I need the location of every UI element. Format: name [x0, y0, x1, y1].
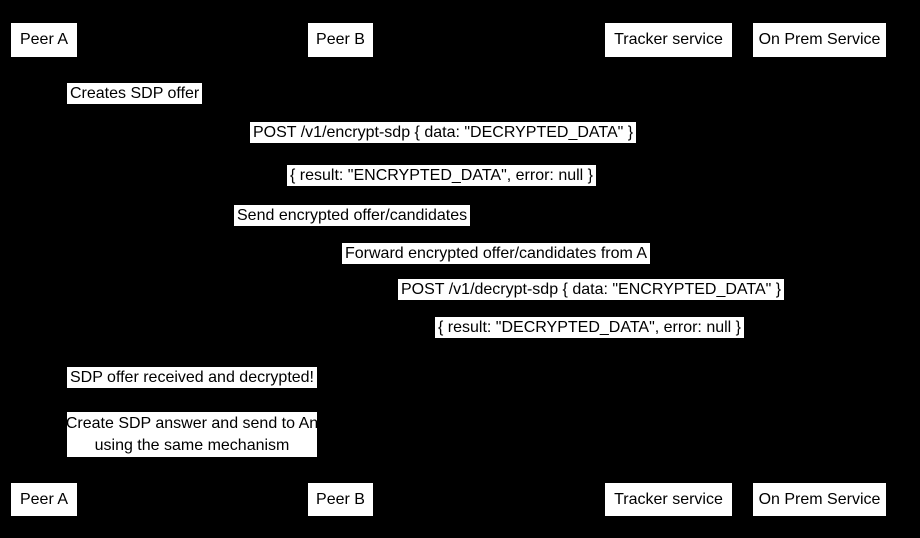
actor-box-on-prem-service-bottom: On Prem Service — [753, 483, 886, 516]
message-encrypt-result: { result: "ENCRYPTED_DATA", error: null … — [287, 165, 597, 186]
message-post-encrypt-sdp: POST /v1/encrypt-sdp { data: "DECRYPTED_… — [250, 122, 637, 143]
actor-label: Tracker service — [614, 490, 723, 508]
message-send-encrypted-offer: Send encrypted offer/candidates — [234, 205, 471, 226]
message-forward-encrypted-offer: Forward encrypted offer/candidates from … — [342, 243, 651, 264]
actor-label: On Prem Service — [758, 490, 881, 508]
actor-box-peer-b-bottom: Peer B — [308, 483, 373, 516]
actor-label: Peer A — [19, 31, 69, 48]
message-decrypt-result: { result: "DECRYPTED_DATA", error: null … — [435, 317, 745, 338]
message-creates-sdp-offer: Creates SDP offer — [67, 83, 203, 104]
actor-box-on-prem-service-top: On Prem Service — [753, 23, 886, 57]
actor-label: Peer B — [316, 490, 365, 508]
actor-label: Tracker service — [614, 31, 723, 48]
actor-label: Peer B — [316, 31, 365, 48]
actor-label: Peer A — [19, 490, 69, 508]
message-post-decrypt-sdp: POST /v1/decrypt-sdp { data: "ENCRYPTED_… — [398, 279, 785, 300]
actor-box-tracker-service-top: Tracker service — [605, 23, 732, 57]
note-create-sdp-answer: Create SDP answer and send to An using t… — [65, 412, 319, 457]
message-sdp-offer-received: SDP offer received and decrypted! — [67, 367, 317, 388]
note-line-1: Create SDP answer and send to An — [65, 414, 319, 432]
actor-box-peer-a-top: Peer A — [11, 23, 77, 57]
note-line-2: using the same mechanism — [94, 436, 290, 454]
actor-label: On Prem Service — [758, 31, 881, 48]
actor-box-tracker-service-bottom: Tracker service — [605, 483, 732, 516]
actor-box-peer-a-bottom: Peer A — [11, 483, 77, 516]
actor-box-peer-b-top: Peer B — [308, 23, 373, 57]
